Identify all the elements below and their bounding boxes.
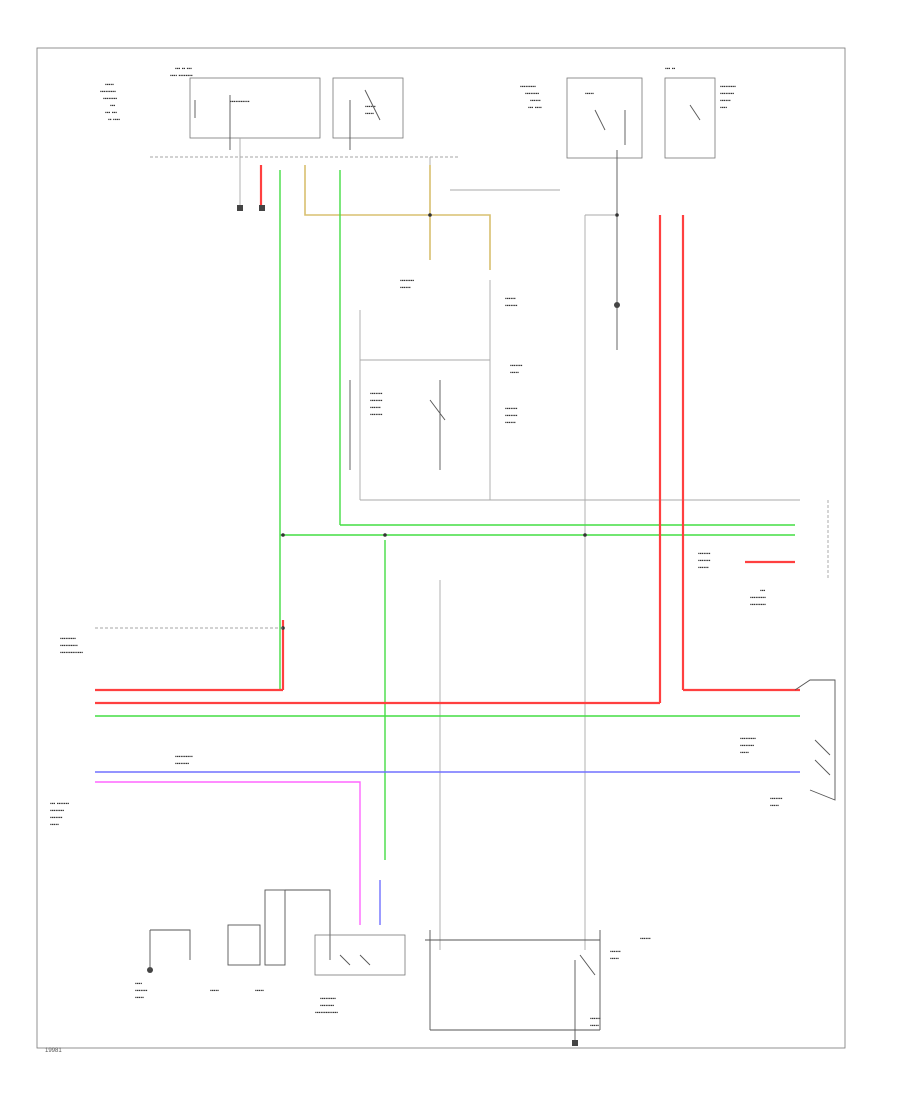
svg-text:▪▪▪▪▪▪▪▪: ▪▪▪▪▪▪▪▪ [320,1003,334,1009]
yellow-wires [304,165,491,270]
left-side-labels: ▪▪▪▪▪▪▪▪▪ ▪▪▪▪▪▪▪▪▪▪ ▪▪▪▪▪▪▪▪▪▪▪▪▪ ▪▪▪ ▪… [50,627,283,828]
svg-text:▪▪▪▪▪: ▪▪▪▪▪ [255,988,264,994]
svg-text:▪▪▪▪▪▪: ▪▪▪▪▪▪ [400,285,411,291]
svg-text:▪▪▪▪▪▪: ▪▪▪▪▪▪ [505,420,516,426]
svg-text:▪▪▪▪▪: ▪▪▪▪▪ [510,370,519,376]
svg-text:▪▪▪ ▪▪▪▪▪▪▪: ▪▪▪ ▪▪▪▪▪▪▪ [50,801,69,807]
svg-text:▪▪▪▪ ▪▪▪▪▪▪▪▪: ▪▪▪▪ ▪▪▪▪▪▪▪▪ [170,73,193,79]
svg-text:▪▪▪▪▪▪▪▪▪: ▪▪▪▪▪▪▪▪▪ [520,84,536,90]
right-side-labels: ▪▪▪ ▪▪▪▪▪▪▪▪▪ ▪▪▪▪▪▪▪▪▪ ▪▪▪▪▪▪▪ ▪▪▪▪▪▪▪ … [698,500,836,809]
svg-text:▪▪▪▪▪▪▪: ▪▪▪▪▪▪▪ [370,391,383,397]
svg-text:▪▪▪▪▪▪▪▪▪: ▪▪▪▪▪▪▪▪▪ [750,595,766,601]
svg-text:▪▪▪▪▪▪: ▪▪▪▪▪▪ [698,565,709,571]
svg-text:▪▪▪ ▪▪ ▪▪▪: ▪▪▪ ▪▪ ▪▪▪ [175,66,192,72]
svg-text:▪▪▪▪▪▪▪: ▪▪▪▪▪▪▪ [50,815,63,821]
svg-text:▪▪▪▪▪▪▪▪▪▪▪▪▪: ▪▪▪▪▪▪▪▪▪▪▪▪▪ [315,1010,338,1016]
svg-text:▪▪▪▪▪▪: ▪▪▪▪▪▪ [720,98,731,104]
svg-text:▪▪▪▪▪▪▪▪▪: ▪▪▪▪▪▪▪▪▪ [720,84,736,90]
svg-text:▪▪▪▪▪▪▪▪▪: ▪▪▪▪▪▪▪▪▪ [100,89,116,95]
svg-text:▪▪▪▪▪▪▪▪▪▪: ▪▪▪▪▪▪▪▪▪▪ [175,754,193,760]
svg-text:▪▪▪▪▪▪▪▪: ▪▪▪▪▪▪▪▪ [400,278,414,284]
svg-text:▪▪▪▪▪: ▪▪▪▪▪ [50,822,59,828]
svg-text:▪▪▪▪▪▪▪▪: ▪▪▪▪▪▪▪▪ [720,91,734,97]
svg-text:▪▪▪▪▪▪▪: ▪▪▪▪▪▪▪ [135,988,148,994]
svg-text:▪▪▪▪▪▪▪▪▪: ▪▪▪▪▪▪▪▪▪ [60,636,76,642]
svg-text:▪▪▪▪▪▪▪▪: ▪▪▪▪▪▪▪▪ [103,96,117,102]
svg-text:▪▪▪ ▪▪▪: ▪▪▪ ▪▪▪ [105,110,117,116]
svg-text:▪▪▪▪▪▪▪: ▪▪▪▪▪▪▪ [770,796,783,802]
svg-text:▪▪▪▪▪: ▪▪▪▪▪ [770,803,779,809]
svg-text:▪▪▪▪▪▪: ▪▪▪▪▪▪ [370,405,381,411]
blue-pink-wires [95,771,800,925]
svg-text:▪▪▪▪▪▪: ▪▪▪▪▪▪ [505,296,516,302]
svg-text:▪▪▪▪▪: ▪▪▪▪▪ [105,82,114,88]
svg-text:▪▪▪▪▪▪: ▪▪▪▪▪▪ [365,104,376,110]
svg-text:▪▪▪▪▪: ▪▪▪▪▪ [210,988,219,994]
svg-text:▪▪▪▪▪▪▪▪▪: ▪▪▪▪▪▪▪▪▪ [740,736,756,742]
svg-text:▪▪▪▪▪: ▪▪▪▪▪ [365,111,374,117]
svg-text:▪▪▪: ▪▪▪ [110,103,116,109]
svg-text:▪▪▪▪▪▪▪▪▪▪▪▪▪: ▪▪▪▪▪▪▪▪▪▪▪▪▪ [60,650,83,656]
svg-text:▪▪▪▪▪: ▪▪▪▪▪ [610,956,619,962]
svg-text:▪▪▪▪▪▪▪▪: ▪▪▪▪▪▪▪▪ [175,761,189,767]
gray-wires [239,138,800,1045]
svg-text:▪▪▪ ▪▪▪▪: ▪▪▪ ▪▪▪▪ [528,105,542,111]
splice-dots [281,213,619,630]
diagram-frame [36,47,846,1049]
svg-text:▪▪▪▪▪▪: ▪▪▪▪▪▪ [530,98,541,104]
top-left-relay-module [150,77,460,158]
svg-text:▪▪▪▪▪▪▪▪▪▪: ▪▪▪▪▪▪▪▪▪▪ [60,643,78,649]
svg-text:▪▪▪▪▪▪▪▪▪▪▪: ▪▪▪▪▪▪▪▪▪▪▪ [230,99,250,105]
red-wires [95,165,800,705]
ground-symbols [147,205,620,1046]
top-left-module-labels: ▪▪▪▪▪ ▪▪▪▪▪▪▪▪▪ ▪▪▪▪▪▪▪▪ ▪▪▪ ▪▪▪ ▪▪▪ ▪▪ … [100,66,376,123]
svg-text:▪▪▪ ▪▪: ▪▪▪ ▪▪ [665,66,675,72]
svg-text:▪▪▪▪▪▪▪▪: ▪▪▪▪▪▪▪▪ [525,91,539,97]
svg-text:▪▪ ▪▪▪▪: ▪▪ ▪▪▪▪ [108,117,120,123]
svg-text:▪▪▪▪▪▪▪▪: ▪▪▪▪▪▪▪▪ [740,743,754,749]
svg-text:▪▪▪▪▪▪▪: ▪▪▪▪▪▪▪ [505,413,518,419]
svg-text:▪▪▪▪: ▪▪▪▪ [720,105,727,111]
svg-text:▪▪▪▪▪▪: ▪▪▪▪▪▪ [640,936,651,942]
svg-text:▪▪▪▪▪▪▪▪: ▪▪▪▪▪▪▪▪ [50,808,64,814]
svg-text:▪▪▪▪▪▪▪: ▪▪▪▪▪▪▪ [510,363,523,369]
svg-text:▪▪▪▪▪▪▪: ▪▪▪▪▪▪▪ [505,406,518,412]
svg-text:▪▪▪▪▪▪: ▪▪▪▪▪▪ [590,1016,601,1022]
green-wires [95,170,800,860]
svg-text:▪▪▪▪▪▪▪▪▪: ▪▪▪▪▪▪▪▪▪ [750,602,766,608]
svg-text:▪▪▪▪▪▪▪: ▪▪▪▪▪▪▪ [698,558,711,564]
top-right-modules: ▪▪▪▪▪▪▪▪▪ ▪▪▪▪▪▪▪▪ ▪▪▪▪▪▪ ▪▪▪ ▪▪▪▪ ▪▪▪▪▪… [520,66,736,159]
svg-text:▪▪▪▪▪▪▪: ▪▪▪▪▪▪▪ [370,412,383,418]
svg-text:▪▪▪: ▪▪▪ [760,588,766,594]
svg-text:▪▪▪▪▪▪▪: ▪▪▪▪▪▪▪ [505,303,518,309]
svg-text:▪▪▪▪: ▪▪▪▪ [135,981,142,987]
svg-text:▪▪▪▪▪: ▪▪▪▪▪ [585,91,594,97]
svg-text:▪▪▪▪▪▪: ▪▪▪▪▪▪ [610,949,621,955]
svg-text:▪▪▪▪▪▪▪: ▪▪▪▪▪▪▪ [370,398,383,404]
bottom-components: ▪▪▪▪ ▪▪▪▪▪▪▪ ▪▪▪▪▪ ▪▪▪▪▪ ▪▪▪▪▪ ▪▪▪▪▪▪▪▪▪… [135,889,651,1029]
svg-text:▪▪▪▪▪▪▪▪▪: ▪▪▪▪▪▪▪▪▪ [320,996,336,1002]
middle-switch-block: ▪▪▪▪▪▪▪ ▪▪▪▪▪▪▪ ▪▪▪▪▪▪ ▪▪▪▪▪▪▪ ▪▪▪▪▪▪▪ ▪… [370,278,523,426]
svg-text:▪▪▪▪▪: ▪▪▪▪▪ [740,750,749,756]
figure-id: 19981 [45,1048,62,1054]
svg-text:▪▪▪▪▪: ▪▪▪▪▪ [135,995,144,1001]
svg-text:▪▪▪▪▪: ▪▪▪▪▪ [590,1023,599,1029]
svg-text:▪▪▪▪▪▪▪: ▪▪▪▪▪▪▪ [698,551,711,557]
